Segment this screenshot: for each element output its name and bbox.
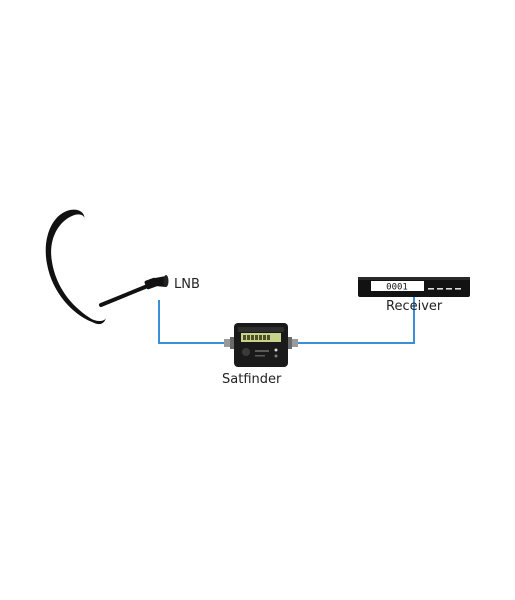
receiver-box-icon: 0001	[358, 277, 470, 297]
satfinder-label: Satfinder	[222, 372, 282, 387]
lnb-label: LNB	[174, 277, 200, 292]
lnb-icon	[144, 275, 169, 290]
cable-lnb-to-satfinder	[158, 300, 226, 344]
satfinder-device-icon	[224, 323, 298, 367]
cable-satfinder-to-receiver	[296, 297, 415, 344]
receiver-display-text: 0001	[386, 283, 408, 293]
receiver-label: Receiver	[386, 299, 443, 314]
satellite-dish-icon	[45, 209, 152, 325]
